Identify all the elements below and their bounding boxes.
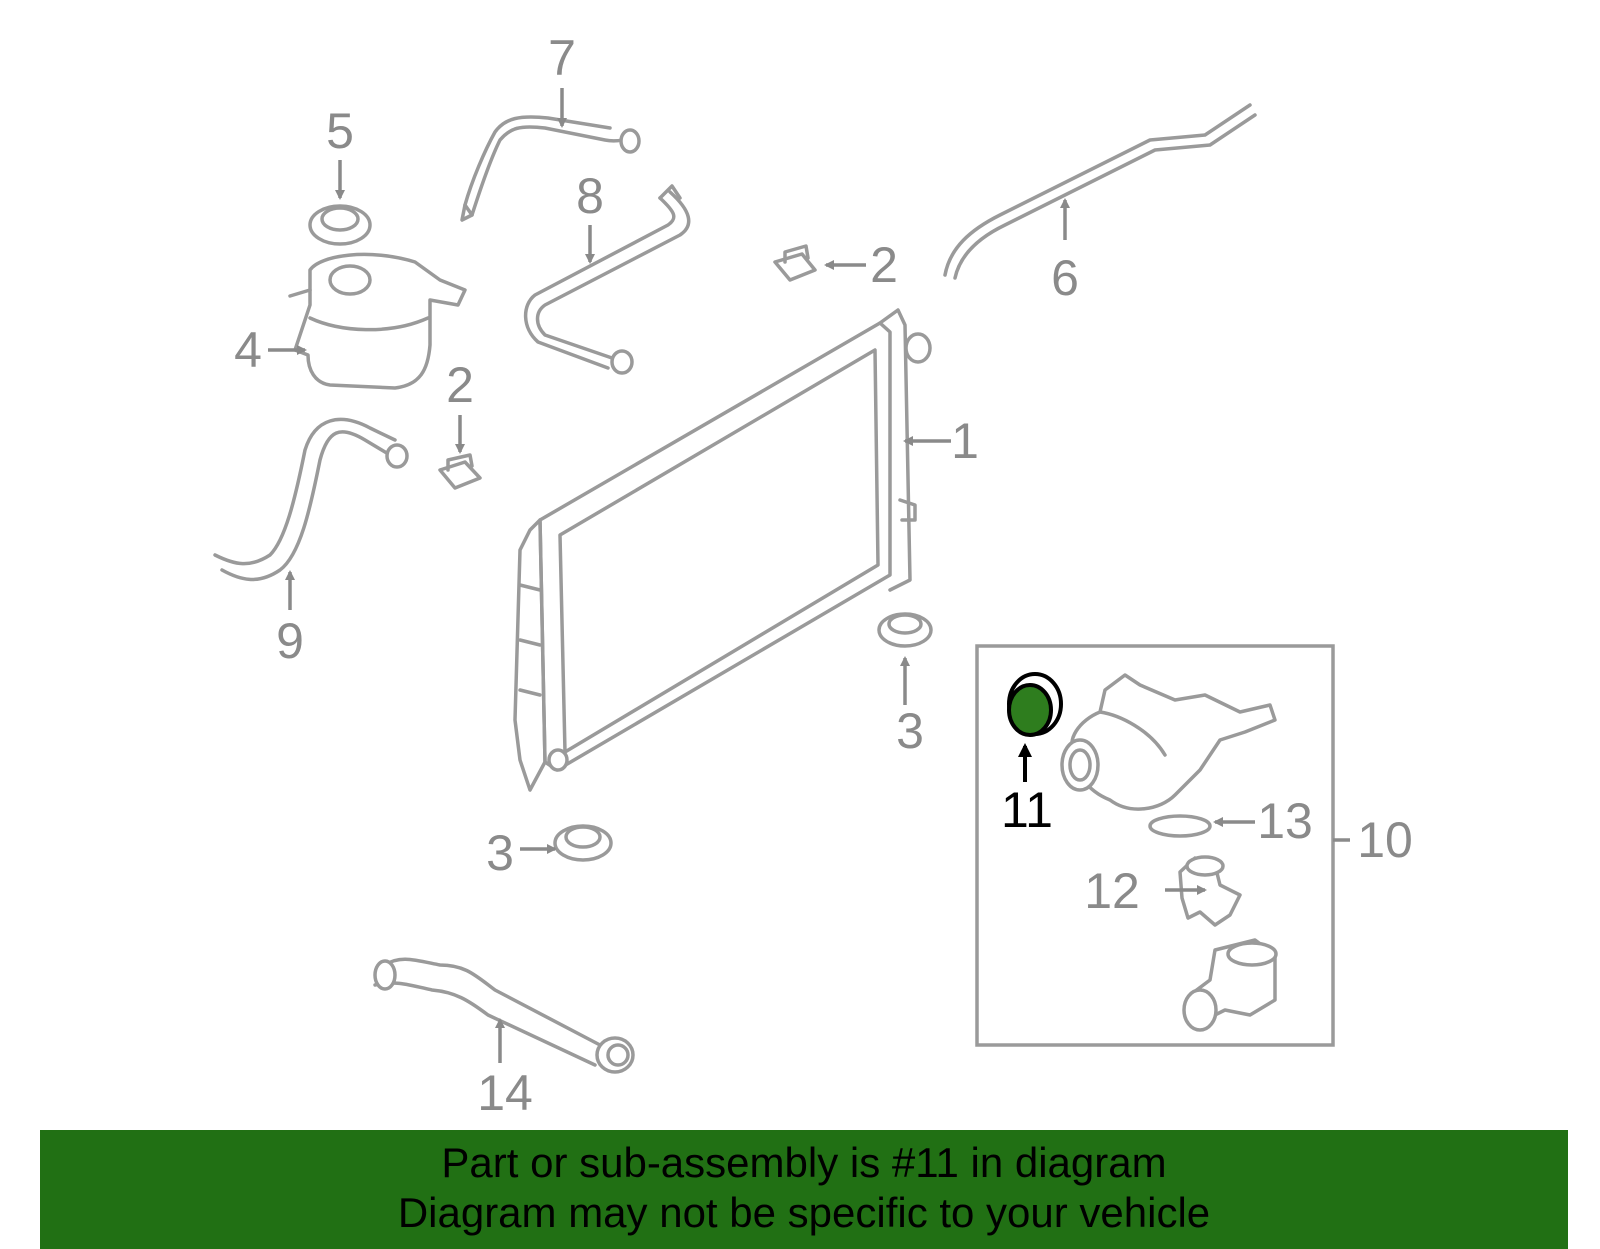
callout-8: 8	[576, 168, 604, 224]
callout-14: 14	[477, 1065, 533, 1121]
callout-13: 13	[1257, 793, 1313, 849]
part-7-hose	[460, 115, 641, 222]
callout-10: 10	[1357, 812, 1413, 868]
info-banner: Part or sub-assembly is #11 in diagram D…	[40, 1130, 1568, 1249]
callout-2-left: 2	[446, 357, 474, 413]
part-2-clip-right	[773, 244, 817, 282]
part-1-radiator	[513, 308, 932, 792]
part-11-seal	[1007, 672, 1063, 737]
part-3-mount-upper	[877, 612, 933, 648]
callout-6: 6	[1051, 250, 1079, 306]
callout-12: 12	[1084, 863, 1140, 919]
banner-line-2: Diagram may not be specific to your vehi…	[397, 1189, 1211, 1236]
callout-9: 9	[276, 613, 304, 669]
callout-2-right: 2	[870, 237, 898, 293]
callout-5: 5	[326, 103, 354, 159]
part-12-thermostat	[1178, 855, 1242, 927]
part-2-clip-left	[438, 453, 482, 490]
callout-1: 1	[951, 413, 979, 469]
callout-arrows	[268, 88, 1350, 1063]
outlet-elbow	[1182, 938, 1278, 1032]
part-6-tube	[943, 103, 1257, 280]
part-13-gasket	[1148, 814, 1212, 838]
part-10-kit-box	[975, 644, 1335, 1047]
part-3-mount-lower	[553, 824, 613, 862]
callout-4: 4	[234, 322, 262, 378]
part-8-hose	[523, 184, 691, 375]
callout-3-lower: 3	[486, 825, 514, 881]
banner-line-1: Part or sub-assembly is #11 in diagram	[441, 1139, 1167, 1186]
part-14-hose	[373, 957, 635, 1074]
callout-11: 11	[1001, 782, 1053, 838]
callout-3-upper: 3	[896, 703, 924, 759]
part-5-cap	[308, 204, 372, 246]
thermostat-housing	[1060, 673, 1277, 811]
callout-7: 7	[548, 30, 576, 86]
part-9-hose	[213, 417, 409, 582]
part-4-reservoir	[288, 252, 467, 390]
